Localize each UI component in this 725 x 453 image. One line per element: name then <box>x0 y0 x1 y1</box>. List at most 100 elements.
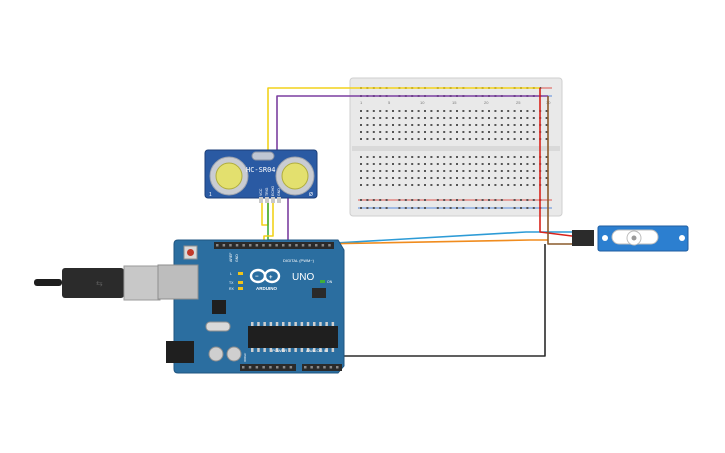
breadboard-hole <box>443 138 446 140</box>
digital-header[interactable] <box>214 242 334 249</box>
ultrasonic-sensor[interactable]: HC-SR04 1 Ø VCC TRIG ECHO GND <box>204 149 318 203</box>
breadboard-hole <box>462 131 465 133</box>
breadboard-hole <box>385 117 388 119</box>
breadboard-hole <box>443 207 446 209</box>
analog-header[interactable] <box>302 364 342 371</box>
breadboard-hole <box>372 117 375 119</box>
breadboard-hole <box>494 199 497 201</box>
breadboard-hole <box>436 138 439 140</box>
breadboard-hole <box>507 163 510 165</box>
breadboard-hole <box>500 170 503 172</box>
breadboard[interactable]: 1 5 10 15 20 25 30 <box>349 77 563 217</box>
breadboard-hole <box>526 184 529 186</box>
breadboard-hole <box>520 117 522 119</box>
arduino-uno[interactable]: DIGITAL (PWM~) AREF GND − + ARDUINO UNO … <box>157 239 345 374</box>
breadboard-hole <box>443 124 446 126</box>
breadboard-hole <box>392 163 394 165</box>
breadboard-hole <box>366 184 369 186</box>
breadboard-hole <box>488 131 490 133</box>
breadboard-hole <box>411 110 414 112</box>
breadboard-hole <box>462 177 465 179</box>
breadboard-hole <box>468 131 471 133</box>
breadboard-hole <box>392 124 394 126</box>
usb-cable[interactable]: ⇆ <box>34 265 161 301</box>
transducer-left-mesh-icon <box>215 162 243 190</box>
breadboard-hole <box>526 138 529 140</box>
header-pin <box>321 244 325 247</box>
servo-mount-hole-icon <box>679 235 685 241</box>
breadboard-hole <box>462 207 465 209</box>
power-header[interactable] <box>240 364 296 371</box>
sensor-pin[interactable] <box>265 197 269 203</box>
breadboard-hole <box>424 156 426 158</box>
breadboard-hole <box>532 163 535 165</box>
breadboard-hole <box>481 207 484 209</box>
breadboard-hole <box>443 110 446 112</box>
breadboard-hole <box>475 110 478 112</box>
sensor-pin[interactable] <box>277 197 281 203</box>
breadboard-hole <box>532 170 535 172</box>
breadboard-hole <box>468 138 471 140</box>
chip-leg <box>306 348 310 352</box>
breadboard-hole <box>379 199 382 201</box>
breadboard-hole <box>404 170 407 172</box>
header-pin <box>255 366 259 369</box>
breadboard-hole <box>366 177 369 179</box>
breadboard-hole <box>545 117 548 119</box>
servo-connector[interactable] <box>572 230 594 246</box>
breadboard-hole <box>379 177 382 179</box>
header-pin <box>304 366 307 369</box>
chip-leg <box>331 322 335 326</box>
breadboard-hole <box>443 163 446 165</box>
breadboard-hole <box>488 163 490 165</box>
breadboard-hole <box>417 156 420 158</box>
servo-motor[interactable] <box>572 225 689 252</box>
breadboard-hole <box>424 131 426 133</box>
led-rx-label: RX <box>229 287 235 291</box>
led-tx-icon <box>238 281 243 284</box>
sensor-pin[interactable] <box>271 197 275 203</box>
servo-mount-hole-icon <box>602 235 608 241</box>
breadboard-hole <box>379 156 382 158</box>
header-pin <box>336 366 339 369</box>
header-pin <box>289 366 293 369</box>
header-pin <box>282 366 286 369</box>
chip-leg <box>275 348 279 352</box>
sensor-pin[interactable] <box>259 197 263 203</box>
breadboard-hole <box>456 207 458 209</box>
breadboard-hole <box>545 177 548 179</box>
header-pin <box>323 366 326 369</box>
breadboard-hole <box>462 124 465 126</box>
breadboard-hole <box>430 170 433 172</box>
sensor-pins[interactable] <box>259 197 281 203</box>
wire-orange-servo-signal[interactable] <box>317 239 548 245</box>
breadboard-hole <box>392 156 394 158</box>
breadboard-hole <box>385 110 388 112</box>
chip-leg <box>319 348 322 352</box>
breadboard-hole <box>488 138 490 140</box>
breadboard-hole <box>379 124 382 126</box>
header-pin <box>310 366 313 369</box>
breadboard-hole <box>430 131 433 133</box>
chip-leg <box>313 322 316 326</box>
breadboard-hole <box>392 138 394 140</box>
breadboard-hole <box>404 117 407 119</box>
header-pin <box>276 366 279 369</box>
breadboard-hole <box>398 110 401 112</box>
breadboard-hole <box>545 110 548 112</box>
breadboard-hole <box>513 199 516 201</box>
crystal-oscillator-icon <box>251 151 275 161</box>
breadboard-hole <box>494 184 497 186</box>
breadboard-hole <box>532 177 535 179</box>
breadboard-hole <box>430 124 433 126</box>
breadboard-hole <box>430 177 433 179</box>
breadboard-hole <box>500 124 503 126</box>
breadboard-hole <box>372 124 375 126</box>
row-number-label: 25 <box>516 100 521 105</box>
breadboard-hole <box>526 131 529 133</box>
breadboard-hole <box>520 207 522 209</box>
breadboard-hole <box>404 163 407 165</box>
digital-header-pins <box>216 244 331 247</box>
breadboard-hole <box>468 177 471 179</box>
wire-blue-servo-signal[interactable] <box>317 231 594 245</box>
